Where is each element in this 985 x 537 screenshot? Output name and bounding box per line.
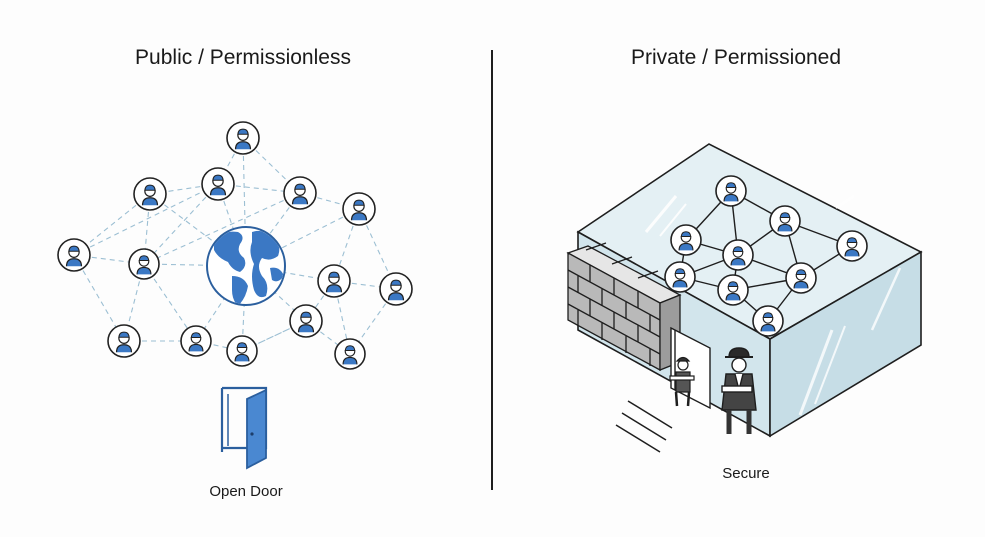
private-user-nodes (664, 175, 868, 337)
user-node-icon (785, 262, 817, 294)
public-title: Public / Permissionless (135, 46, 351, 69)
user-node-icon (664, 261, 696, 293)
user-node-icon (128, 248, 160, 280)
user-node-icon (57, 238, 91, 272)
user-node-icon (342, 192, 376, 226)
user-node-icon (670, 224, 702, 256)
user-node-icon (717, 274, 749, 306)
user-node-icon (289, 304, 323, 338)
secure-caption: Secure (722, 465, 770, 482)
user-node-icon (317, 264, 351, 298)
private-title: Private / Permissioned (630, 46, 842, 69)
user-node-icon (722, 239, 754, 271)
user-node-icon (133, 177, 167, 211)
user-node-icon (107, 324, 141, 358)
user-node-icon (836, 230, 868, 262)
gate-guard-icon (669, 356, 695, 407)
user-node-icon (201, 167, 235, 201)
user-node-icon (769, 205, 801, 237)
user-node-icon (715, 175, 747, 207)
open-door-caption: Open Door (209, 483, 283, 500)
security-guard-icon (721, 347, 757, 434)
public-network-edges (73, 137, 397, 355)
private-network-edges (679, 190, 853, 322)
globe-icon (206, 226, 286, 306)
open-door-icon (220, 386, 268, 470)
user-node-icon (752, 305, 784, 337)
public-user-nodes (57, 121, 413, 370)
motion-lines (615, 400, 673, 453)
user-node-icon (180, 325, 212, 357)
user-node-icon (283, 176, 317, 210)
user-node-icon (226, 121, 260, 155)
user-node-icon (226, 335, 258, 367)
user-node-icon (334, 338, 366, 370)
user-node-icon (379, 272, 413, 306)
